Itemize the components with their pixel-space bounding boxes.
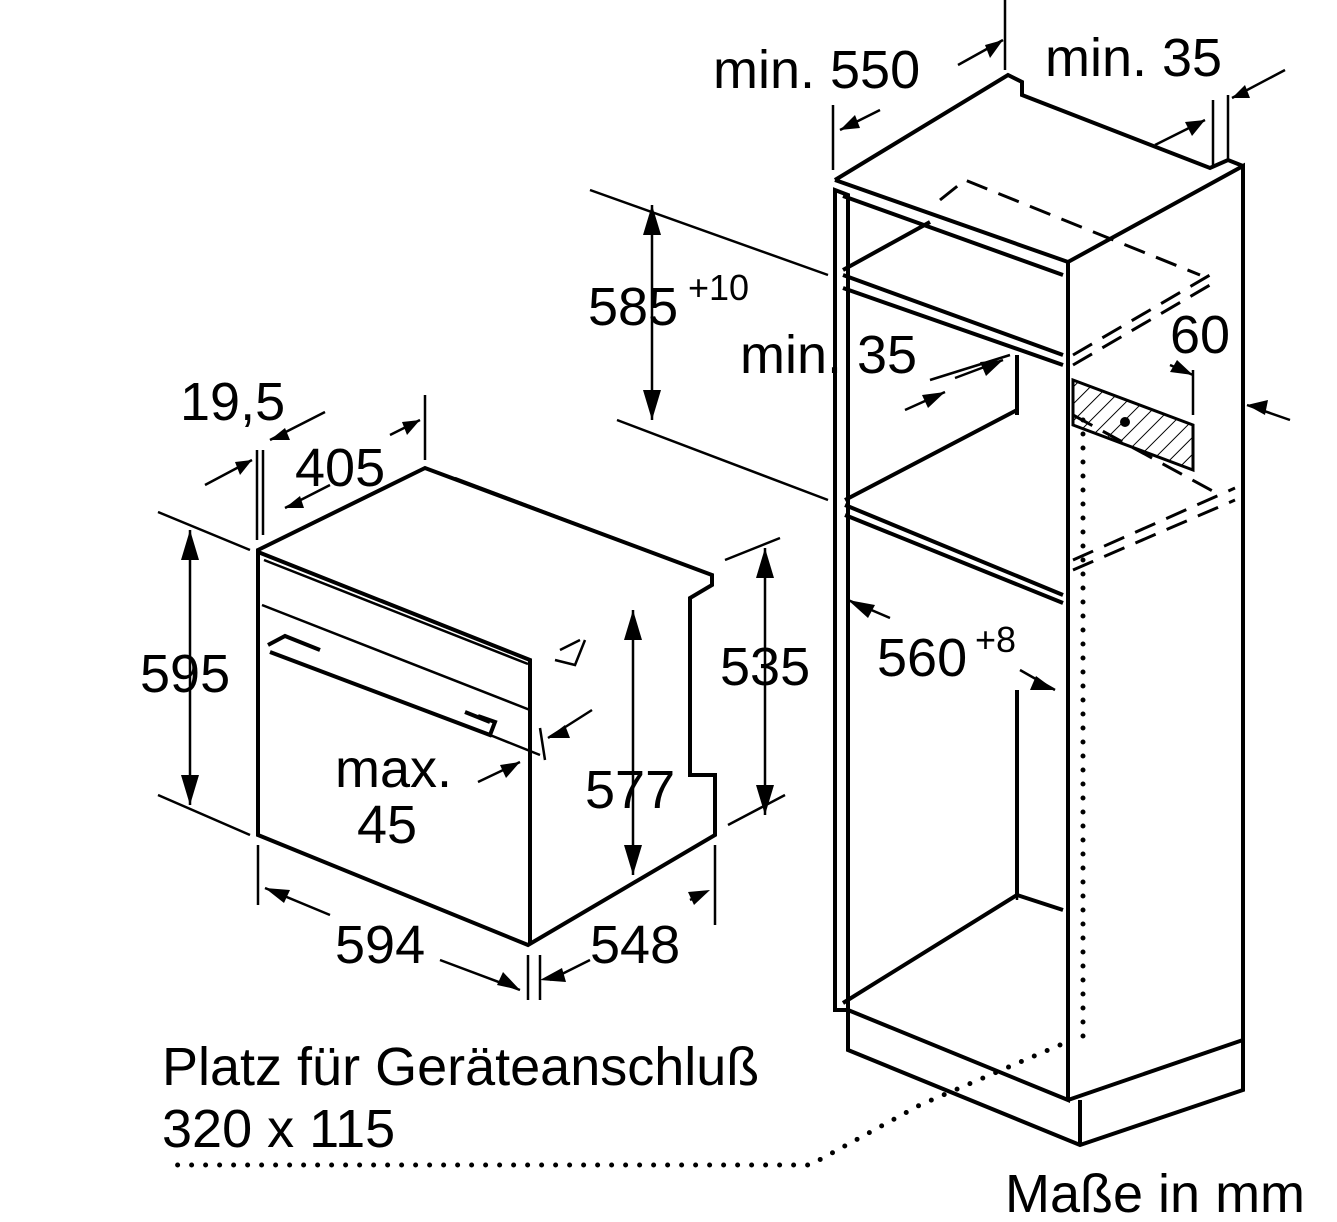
- label-niche-width-tolerance: +8: [975, 619, 1016, 660]
- label-max: max.: [335, 739, 452, 799]
- label-cabinet-depth: min. 550: [713, 40, 920, 100]
- label-oven-width: 594: [335, 915, 425, 975]
- connection-note: Platz für Geräteanschluß: [162, 1037, 759, 1097]
- label-niche-width: 560: [877, 628, 967, 688]
- cabinet-drawing: [167, 72, 1245, 1168]
- connection-size: 320 x 115: [162, 1099, 395, 1159]
- label-top-depth: 405: [295, 438, 385, 498]
- units-note: Maße in mm: [1005, 1164, 1305, 1222]
- label-rear-gap: min. 35: [740, 325, 917, 385]
- label-niche-height-tolerance: +10: [688, 267, 749, 308]
- label-niche-height: 585: [588, 277, 678, 337]
- label-inner-height: 577: [585, 760, 675, 820]
- oven-drawing: [256, 465, 717, 948]
- label-max-value: 45: [357, 795, 417, 855]
- label-vent: 60: [1170, 305, 1230, 365]
- label-oven-depth: 548: [590, 915, 680, 975]
- dimension-labels: min. 550 min. 35 585 +10 min. 35 60 19,5…: [140, 28, 1305, 1222]
- vent-hatch: [1071, 377, 1195, 473]
- label-body-height: 535: [720, 637, 810, 697]
- label-top-gap: min. 35: [1045, 28, 1222, 88]
- dimension-lines: [157, 0, 1291, 1000]
- label-panel-thickness: 19,5: [180, 372, 285, 432]
- label-oven-height: 595: [140, 644, 230, 704]
